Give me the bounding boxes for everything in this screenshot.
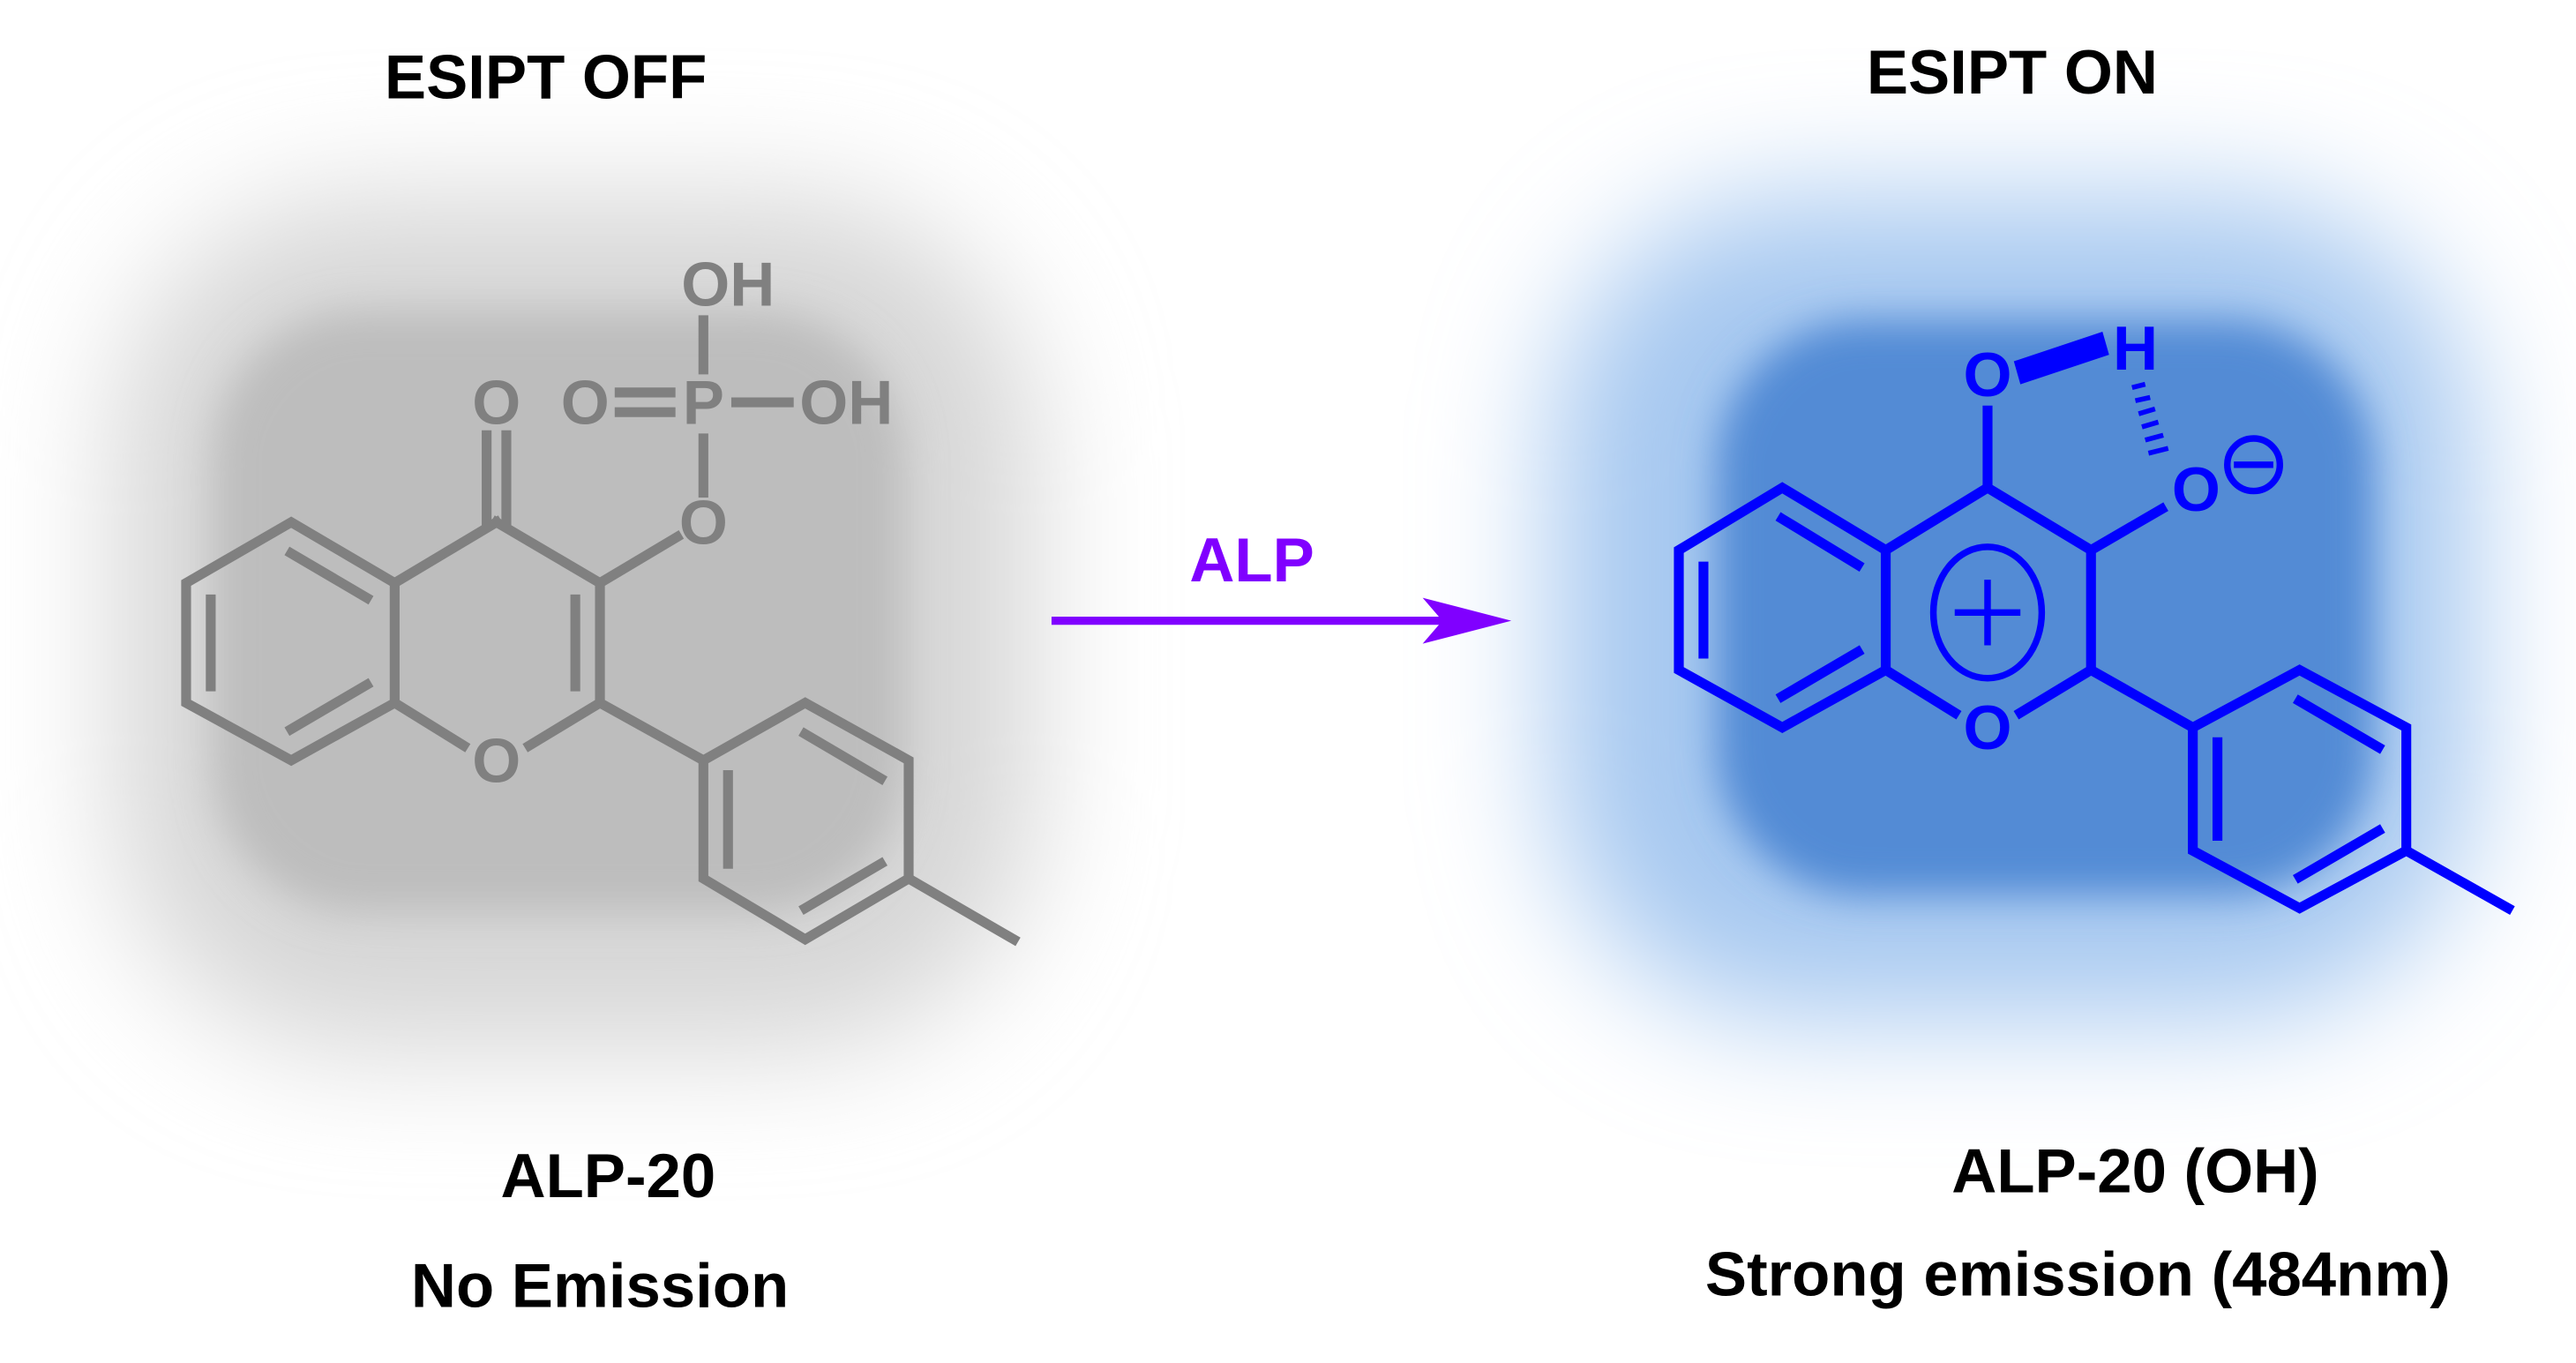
alp20-atom-labels: O O P O OH OH O <box>472 250 893 796</box>
reaction-arrow <box>1051 597 1512 644</box>
emission-text-off: No Emission <box>411 1251 789 1321</box>
alp20-structure <box>181 315 1021 947</box>
esipt-on-title: ESIPT ON <box>1867 37 2158 107</box>
atom-oh-right: OH <box>799 368 893 438</box>
hydrogen-bond <box>2013 332 2169 456</box>
atom-ring-o: O <box>1963 693 2011 762</box>
atom-phosphorus: P <box>683 368 724 438</box>
wedge-bond <box>2013 332 2109 385</box>
compound-name-on: ALP-20 (OH) <box>1951 1135 2318 1205</box>
enzyme-label: ALP <box>1189 525 1314 595</box>
hashed-bond <box>2131 381 2169 456</box>
atom-hydroxyl-o: O <box>1963 340 2011 409</box>
atom-oxide-o: O <box>2172 454 2220 524</box>
alp20-oh-atom-labels: O H O O <box>1963 313 2220 762</box>
on-glow <box>1552 197 2473 1019</box>
atom-ring-o: O <box>472 725 520 795</box>
alp20-oh-structure <box>1674 405 2515 915</box>
atom-oh-top: OH <box>681 250 775 319</box>
atom-hydrogen: H <box>2113 313 2158 383</box>
compound-name-off: ALP-20 <box>501 1141 716 1210</box>
atom-carbonyl-o: O <box>472 368 520 438</box>
emission-text-on: Strong emission (484nm) <box>1705 1239 2451 1309</box>
atom-p-double-o: O <box>561 368 610 438</box>
esipt-off-title: ESIPT OFF <box>385 42 707 112</box>
atom-ester-o: O <box>679 487 728 557</box>
